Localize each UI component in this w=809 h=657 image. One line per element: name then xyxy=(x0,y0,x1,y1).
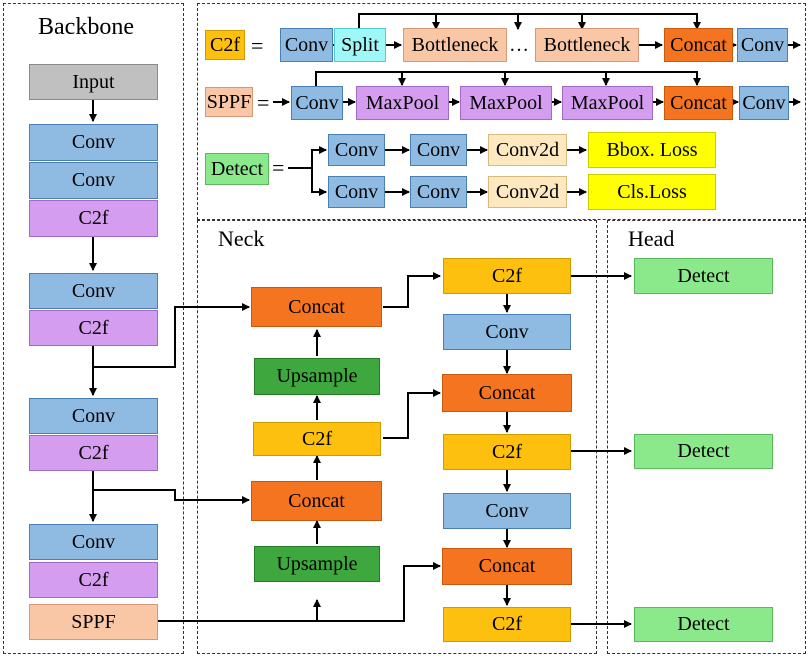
legend-sppf-eq: = xyxy=(257,90,270,115)
legend-detect-conv-b2: Conv xyxy=(410,176,467,208)
legend-detect-conv2d-b: Conv2d xyxy=(488,176,567,208)
backbone-c2f-4: C2f xyxy=(29,562,158,598)
neck-region xyxy=(197,220,597,654)
head-label: Head xyxy=(628,226,675,251)
backbone-conv-4: Conv xyxy=(29,398,158,434)
legend-sppf-concat: Concat xyxy=(664,86,733,120)
backbone-conv-1: Conv xyxy=(29,124,158,161)
pan-conv-1: Conv xyxy=(443,314,571,350)
backbone-sppf: SPPF xyxy=(29,604,158,640)
backbone-conv-2: Conv xyxy=(29,162,158,199)
head-detect-1: Detect xyxy=(634,258,773,294)
pan-concat-1: Concat xyxy=(442,374,572,412)
legend-sppf-tag: SPPF xyxy=(205,87,253,117)
pan-concat-2: Concat xyxy=(442,548,572,585)
legend-sppf-maxpool-2: MaxPool xyxy=(460,86,552,120)
backbone-conv-5: Conv xyxy=(29,524,158,560)
head-detect-3: Detect xyxy=(634,607,773,642)
legend-c2f-bottleneck-2: Bottleneck xyxy=(535,28,639,62)
neck-concat-2: Concat xyxy=(251,481,382,521)
legend-detect-bbox-loss: Bbox. Loss xyxy=(588,132,716,168)
legend-c2f-eq: = xyxy=(251,33,264,58)
backbone-conv-3: Conv xyxy=(29,273,158,309)
legend-detect-tag: Detect xyxy=(205,153,269,185)
legend-detect-conv-b1: Conv xyxy=(328,176,385,208)
legend-c2f-bottleneck-1: Bottleneck xyxy=(403,28,507,62)
legend-sppf-maxpool-3: MaxPool xyxy=(562,86,653,120)
legend-sppf-maxpool-1: MaxPool xyxy=(356,86,449,120)
backbone-label: Backbone xyxy=(38,14,134,40)
legend-c2f-conv: Conv xyxy=(280,28,333,62)
legend-sppf-conv: Conv xyxy=(291,86,343,120)
neck-label: Neck xyxy=(218,226,265,251)
legend-c2f-conv-out: Conv xyxy=(737,28,788,62)
legend-c2f-ellipsis: … xyxy=(509,34,529,56)
backbone-region xyxy=(3,3,184,654)
neck-upsample-2: Upsample xyxy=(254,546,380,582)
head-detect-2: Detect xyxy=(634,434,773,469)
legend-c2f-tag: C2f xyxy=(205,30,245,60)
neck-concat-1: Concat xyxy=(251,287,382,327)
pan-c2f-2: C2f xyxy=(443,434,571,470)
neck-upsample-1: Upsample xyxy=(254,358,380,395)
neck-c2f-1: C2f xyxy=(253,422,381,456)
pan-c2f-1: C2f xyxy=(443,258,571,294)
head-region xyxy=(607,220,806,654)
legend-sppf-conv-out: Conv xyxy=(739,86,789,120)
legend-c2f-split: Split xyxy=(334,28,386,62)
backbone-c2f-1: C2f xyxy=(29,200,158,237)
pan-conv-2: Conv xyxy=(443,493,571,529)
legend-detect-conv-a2: Conv xyxy=(410,134,467,166)
legend-detect-eq: = xyxy=(272,155,285,180)
legend-region xyxy=(197,3,806,220)
backbone-input: Input xyxy=(29,64,158,100)
legend-c2f-concat: Concat xyxy=(664,28,733,62)
legend-detect-conv2d-a: Conv2d xyxy=(488,134,567,166)
backbone-c2f-3: C2f xyxy=(29,435,158,471)
legend-detect-conv-a1: Conv xyxy=(328,134,385,166)
pan-c2f-3: C2f xyxy=(443,607,571,642)
legend-detect-cls-loss: Cls.Loss xyxy=(588,174,716,210)
backbone-c2f-2: C2f xyxy=(29,310,158,346)
